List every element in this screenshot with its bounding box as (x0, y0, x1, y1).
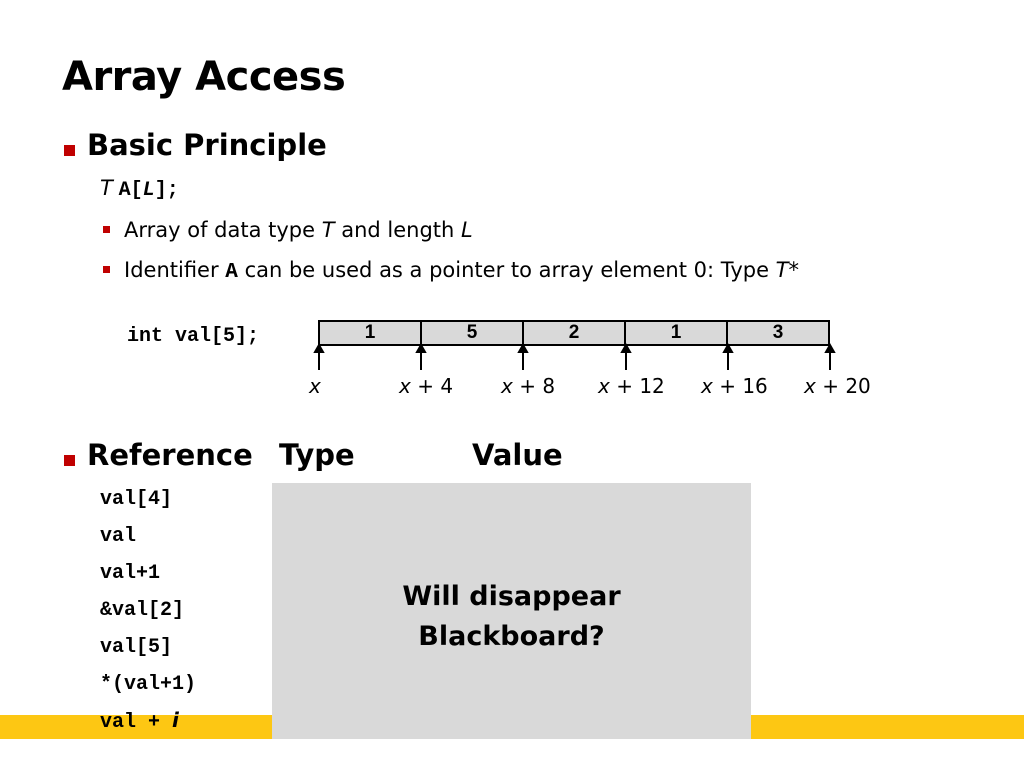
addr-offset: + 4 (410, 374, 454, 398)
address-label: x + 20 (804, 374, 871, 398)
decl-name: A[ (118, 179, 143, 202)
answer-overlay-box: Will disappear Blackboard? (272, 483, 751, 739)
addr-var: x (701, 374, 713, 398)
column-header-value: Value (472, 438, 563, 472)
text: and length (334, 218, 462, 242)
index-var: i (172, 708, 179, 732)
reference-row: val+1 (100, 562, 161, 585)
address-label: x + 12 (598, 374, 665, 398)
array-cell: 3 (772, 322, 784, 343)
text: Array of data type (124, 218, 322, 242)
type-var: T (321, 218, 335, 242)
reference-row: val[4] (100, 488, 173, 511)
code-text: val + (100, 711, 173, 734)
reference-row-last: val + i (100, 708, 179, 734)
arrowhead (824, 342, 836, 353)
addr-offset: + 12 (609, 374, 665, 398)
addr-var: x (501, 374, 513, 398)
addr-var: x (598, 374, 610, 398)
bullet-square (64, 455, 75, 466)
decl-type: T (100, 176, 113, 200)
array-cell: 1 (320, 322, 422, 344)
address-label: x + 4 (399, 374, 453, 398)
arrowhead (620, 342, 632, 353)
array-declaration: int val[5]; (127, 325, 260, 348)
declaration-line: T A[L]; (100, 176, 179, 202)
column-header-reference: Reference (87, 438, 253, 472)
addr-var: x (399, 374, 411, 398)
array-cell: 1 (626, 322, 728, 344)
addr-offset: + 20 (815, 374, 871, 398)
sub-bullet (103, 266, 110, 273)
array-cell: 2 (524, 322, 626, 344)
reference-row: *(val+1) (100, 673, 197, 696)
array-diagram: 1 5 2 1 3 (318, 320, 830, 346)
arrowhead (722, 342, 734, 353)
address-label: x + 16 (701, 374, 768, 398)
section-heading-basic-principle: Basic Principle (87, 128, 327, 162)
column-header-type: Type (279, 438, 355, 472)
addr-var: x (804, 374, 816, 398)
bullet-array-type: Array of data type T and length L (124, 218, 473, 242)
addr-var: x (309, 374, 321, 398)
address-label: x + 8 (501, 374, 555, 398)
text: Identifier (124, 258, 226, 282)
array-cell: 5 (422, 322, 524, 344)
reference-row: val (100, 525, 137, 548)
bullet-identifier: Identifier A can be used as a pointer to… (124, 258, 799, 284)
addr-offset: + 16 (712, 374, 768, 398)
identifier-A: A (225, 261, 238, 284)
overlay-text: Will disappear Blackboard? (272, 577, 751, 657)
bullet-square (64, 145, 75, 156)
overlay-line: Blackboard? (418, 621, 605, 652)
reference-row: val[5] (100, 636, 173, 659)
sub-bullet (103, 226, 110, 233)
addr-offset: + 8 (512, 374, 556, 398)
arrowhead (415, 342, 427, 353)
slide-title: Array Access (62, 54, 346, 100)
arrowhead (313, 342, 325, 353)
decl-close: ]; (154, 179, 179, 202)
overlay-line: Will disappear (402, 581, 621, 612)
text: can be used as a pointer to array elemen… (237, 258, 776, 282)
address-label: x (309, 374, 321, 398)
decl-length: L (142, 179, 155, 202)
arrowhead (517, 342, 529, 353)
pointer-type: T* (775, 258, 799, 282)
reference-row: &val[2] (100, 599, 185, 622)
length-var: L (461, 218, 473, 242)
